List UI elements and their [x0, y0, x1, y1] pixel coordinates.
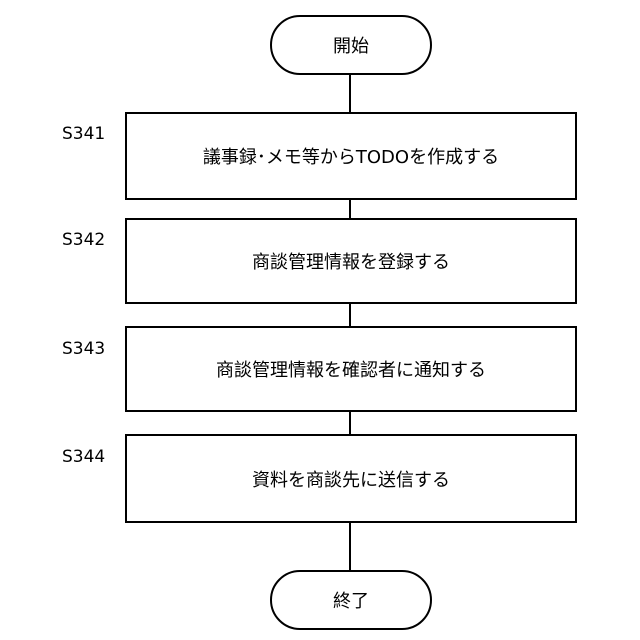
process-box-s344: 資料を商談先に送信する	[125, 434, 577, 523]
start-label: 開始	[333, 32, 369, 58]
process-box-s341: 議事録･メモ等からTODOを作成する	[125, 112, 577, 200]
process-box-s342: 商談管理情報を登録する	[125, 218, 577, 304]
step-id-s343: S343	[62, 339, 105, 359]
start-terminator: 開始	[270, 15, 432, 75]
end-terminator: 終了	[270, 570, 432, 630]
step-id-s344: S344	[62, 447, 105, 467]
process-text-s343: 商談管理情報を確認者に通知する	[216, 356, 486, 382]
process-text-s342: 商談管理情報を登録する	[252, 248, 450, 274]
step-id-s342: S342	[62, 230, 105, 250]
process-text-s344: 資料を商談先に送信する	[252, 466, 450, 492]
process-box-s343: 商談管理情報を確認者に通知する	[125, 326, 577, 412]
step-id-s341: S341	[62, 124, 105, 144]
end-label: 終了	[333, 587, 369, 613]
process-text-s341: 議事録･メモ等からTODOを作成する	[203, 143, 499, 169]
